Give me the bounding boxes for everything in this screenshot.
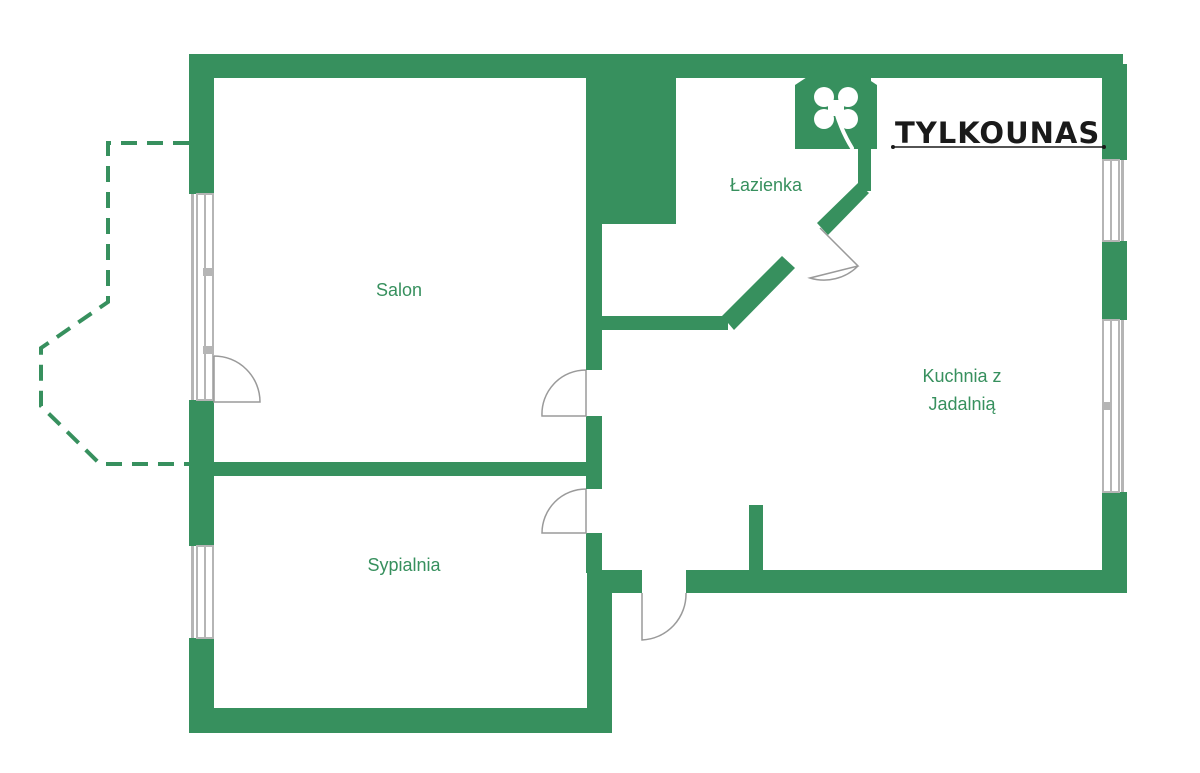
chimney-block bbox=[586, 78, 676, 224]
door-balcony bbox=[213, 355, 261, 403]
window-salon bbox=[191, 193, 214, 401]
window-kitchen-upper bbox=[1102, 159, 1124, 242]
door-lazienka bbox=[807, 227, 860, 281]
room-label-kuchnia-line1: Kuchnia z bbox=[922, 366, 1001, 386]
brand-underline-dot-left bbox=[891, 145, 895, 149]
wall-bath-diagonal bbox=[722, 256, 795, 330]
clover-house-icon bbox=[795, 58, 877, 150]
wall-bath-south bbox=[600, 316, 728, 330]
wall-left-middle bbox=[189, 400, 214, 546]
windows bbox=[191, 159, 1124, 639]
walls bbox=[189, 54, 1127, 733]
room-label-kuchnia-line2: Jadalnią bbox=[928, 394, 996, 414]
brand-name: TYLKOUNAS bbox=[895, 116, 1100, 150]
doors bbox=[213, 227, 860, 641]
wall-kitchen-stub bbox=[749, 505, 763, 573]
wall-left-top bbox=[189, 54, 214, 194]
room-label-salon: Salon bbox=[376, 280, 422, 300]
wall-salon-sypialnia bbox=[214, 462, 588, 476]
wall-salon-east-mid bbox=[586, 416, 602, 489]
wall-bottom-kitchen bbox=[686, 570, 1127, 593]
wall-entry-left-stub bbox=[587, 570, 642, 593]
wall-top bbox=[189, 54, 1123, 78]
wall-bottom-bedroom bbox=[189, 708, 612, 733]
room-labels: Salon Łazienka Kuchnia z Jadalnią Sypial… bbox=[367, 175, 1001, 575]
window-sypialnia bbox=[191, 545, 214, 639]
wall-right-upper bbox=[1102, 64, 1127, 160]
wall-bath-east-diagonal bbox=[817, 183, 869, 235]
door-entrance bbox=[641, 592, 687, 641]
brand-underline-dot-right bbox=[1102, 145, 1106, 149]
brand-logo: TYLKOUNAS bbox=[795, 58, 1106, 150]
wall-bedroom-right bbox=[587, 570, 612, 733]
door-salon bbox=[541, 369, 587, 417]
door-sypialnia bbox=[541, 488, 587, 534]
wall-sypialnia-east bbox=[586, 533, 602, 573]
room-label-lazienka: Łazienka bbox=[730, 175, 803, 195]
wall-right-middle bbox=[1102, 241, 1127, 320]
balcony-outline bbox=[39, 141, 189, 466]
room-label-sypialnia: Sypialnia bbox=[367, 555, 441, 575]
window-kitchen-lower bbox=[1102, 319, 1124, 493]
